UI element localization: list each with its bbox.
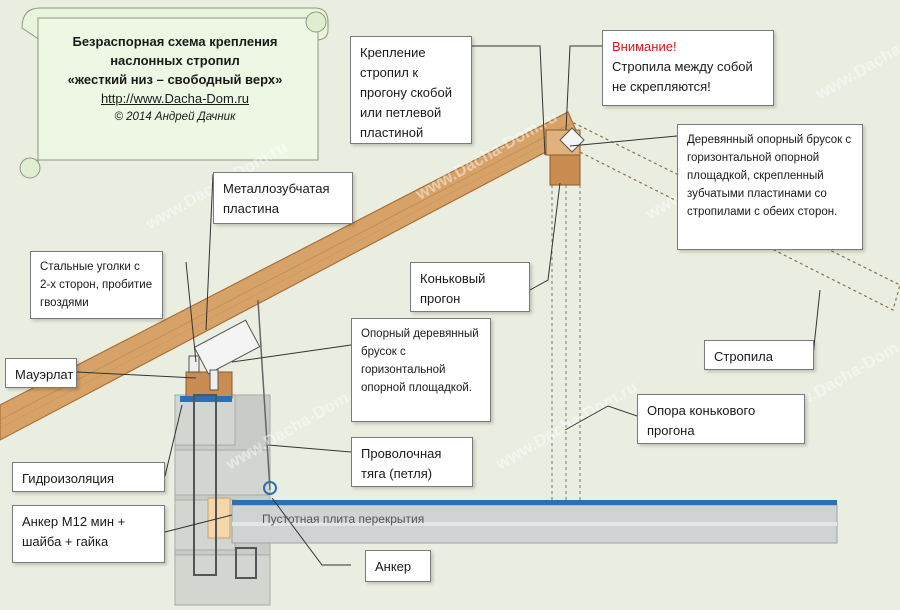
- label-anchor: Анкер: [365, 550, 431, 582]
- scroll-banner: [19, 7, 329, 179]
- ridge-purlin-block: [545, 127, 585, 186]
- diagram-title-line-2: наслонных стропил: [110, 53, 240, 68]
- label-ridge-purlin-support: Опора конькового прогона: [637, 394, 805, 444]
- label-steel-angles: Стальные уголки с 2-х сторон, пробитие г…: [30, 251, 163, 319]
- slab-caption: Пустотная плита перекрытия: [262, 512, 425, 526]
- label-waterproofing: Гидроизоляция: [12, 462, 165, 492]
- diagram-title-line-3: «жесткий низ – свободный верх»: [67, 72, 283, 87]
- label-anchor-bolt: Анкер М12 мин + шайба + гайка: [12, 505, 165, 563]
- leader-lines: [76, 45, 821, 566]
- diagram-title-block: Безраспорная схема крепления наслонных с…: [40, 32, 310, 127]
- label-ridge-support-block: Деревянный опорный брусок с горизонтальн…: [677, 124, 863, 250]
- label-wire-tie: Проволочная тяга (петля): [351, 437, 473, 487]
- label-gang-nail-plate: Металлозубчатая пластина: [213, 172, 353, 224]
- floor-slab: [231, 500, 838, 544]
- warning-title: Внимание!: [612, 39, 677, 54]
- label-mauerlat: Мауэрлат: [5, 358, 77, 388]
- label-ridge-purlin: Коньковый прогон: [410, 262, 530, 312]
- warning-text: Стропила между собой не скрепляются!: [612, 59, 753, 94]
- mauerlat: [180, 319, 261, 576]
- watermark-text: www.Dacha-Dom.ru: [812, 7, 900, 104]
- copyright-text: © 2014 Андрей Дачник: [114, 111, 236, 123]
- wire-tie-drawing: [235, 299, 277, 579]
- label-warning: Внимание! Стропила между собой не скрепл…: [602, 30, 774, 106]
- diagram-title-line-1: Безраспорная схема крепления: [72, 34, 278, 49]
- masonry-wall: [174, 394, 271, 606]
- label-rafter-fastening: Крепление стропил к прогону скобой или п…: [350, 36, 472, 144]
- label-support-block: Опорный деревянный брусок с горизонтальн…: [351, 318, 491, 422]
- site-url-link[interactable]: http://www.Dacha-Dom.ru: [100, 91, 250, 106]
- label-rafters: Стропила: [704, 340, 814, 370]
